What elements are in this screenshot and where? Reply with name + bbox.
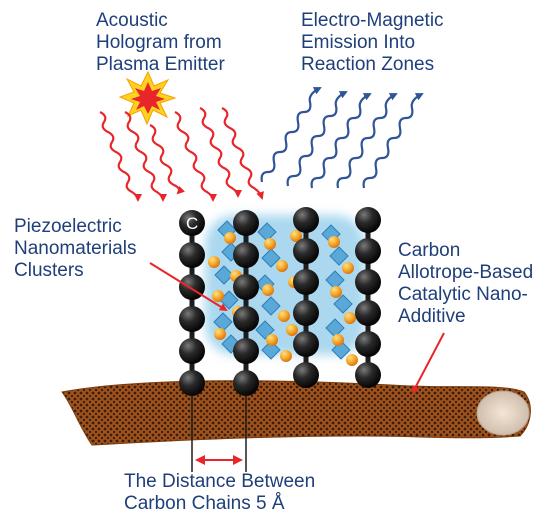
label-line: Hologram from bbox=[96, 32, 222, 53]
em-waves bbox=[260, 87, 424, 189]
arrow-icon bbox=[412, 332, 445, 394]
label-carbon-additive: Carbon Allotrope-Based Catalytic Nano- A… bbox=[398, 240, 533, 328]
label-line: Clusters bbox=[14, 260, 84, 281]
substrate bbox=[61, 380, 531, 446]
label-em-emission: Electro-Magnetic Emission Into Reaction … bbox=[301, 10, 444, 76]
label-line: Piezoelectric bbox=[14, 216, 122, 237]
carbon-chain-4 bbox=[355, 207, 381, 388]
label-line: Electro-Magnetic bbox=[301, 10, 444, 31]
label-line: Catalytic Nano- bbox=[398, 284, 528, 305]
label-chain-distance: The Distance Between Carbon Chains 5 Å bbox=[124, 471, 315, 515]
acoustic-waves bbox=[99, 107, 264, 202]
starburst-icon bbox=[118, 70, 177, 126]
label-line: The Distance Between bbox=[124, 471, 316, 492]
carbon-chain-3 bbox=[293, 207, 319, 388]
arrow-icon bbox=[149, 262, 228, 312]
label-line: Reaction Zones bbox=[301, 54, 435, 75]
label-line: Plasma Emitter bbox=[96, 54, 225, 75]
label-piezo-clusters: Piezoelectric Nanomaterials Clusters bbox=[14, 216, 137, 282]
label-line: Nanomaterials bbox=[14, 238, 137, 259]
label-acoustic-hologram: Acoustic Hologram from Plasma Emitter bbox=[96, 10, 225, 76]
label-line: Emission Into bbox=[301, 32, 416, 53]
label-line: Acoustic bbox=[96, 10, 168, 31]
label-line: Carbon Chains 5 Å bbox=[124, 493, 285, 514]
label-line: Carbon bbox=[398, 240, 461, 261]
label-line: Allotrope-Based bbox=[398, 262, 534, 283]
substrate-end-cap bbox=[476, 390, 530, 436]
distance-marker bbox=[191, 395, 247, 472]
carbon-chains: C bbox=[179, 207, 381, 396]
label-line: Additive bbox=[398, 306, 466, 327]
carbon-chain-2 bbox=[233, 210, 259, 396]
carbon-chain-1: C bbox=[179, 210, 205, 396]
carbon-atom-label: C bbox=[186, 214, 198, 233]
